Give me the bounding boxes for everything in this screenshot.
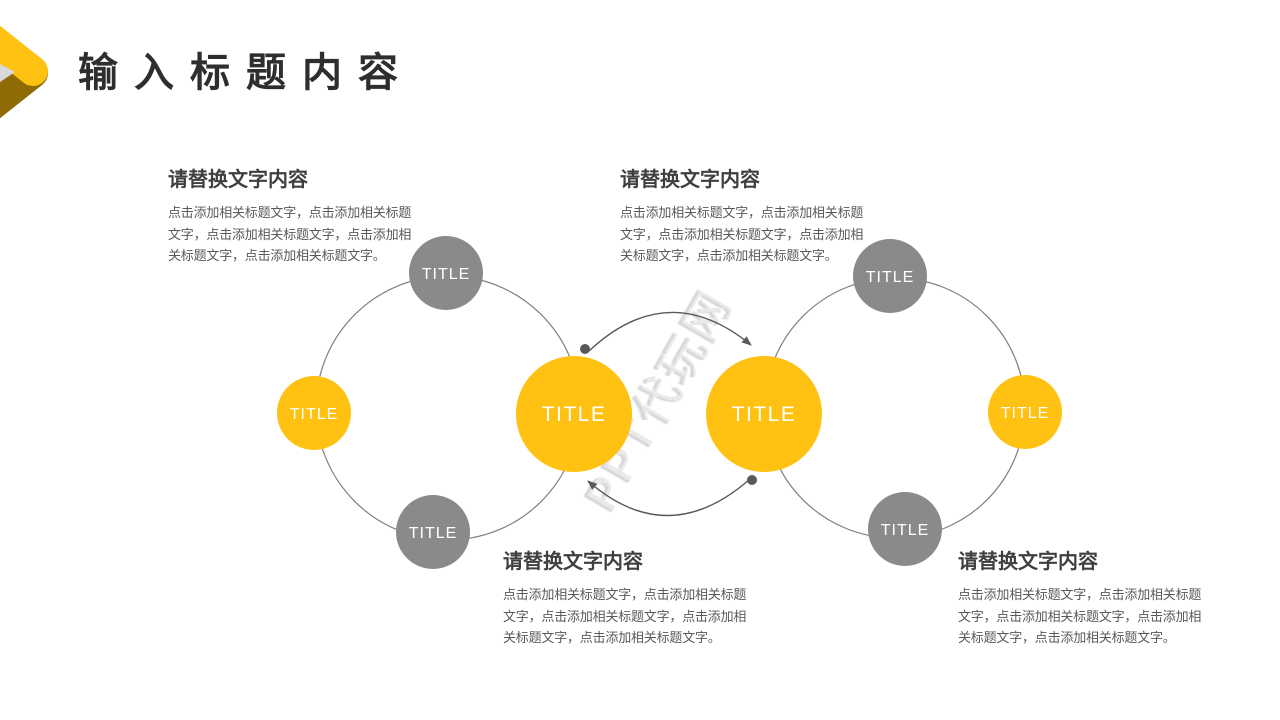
block-body-line: 文字，点击添加相关标题文字，点击添加相	[503, 608, 747, 624]
block-body-line: 文字，点击添加相关标题文字，点击添加相	[620, 226, 864, 242]
node-left-top: TITLE	[409, 236, 483, 310]
block-body-line: 文字，点击添加相关标题文字，点击添加相	[168, 226, 412, 242]
node-left-center: TITLE	[516, 356, 632, 472]
text-block-bottom-left: 请替换文字内容 点击添加相关标题文字，点击添加相关标题 文字，点击添加相关标题文…	[503, 545, 746, 649]
block-body: 点击添加相关标题文字，点击添加相关标题 文字，点击添加相关标题文字，点击添加相 …	[168, 202, 411, 267]
node-right-center: TITLE	[706, 356, 822, 472]
block-heading: 请替换文字内容	[168, 169, 308, 191]
block-body-line: 点击添加相关标题文字，点击添加相关标题	[958, 587, 1202, 602]
block-body-line: 关标题文字，点击添加相关标题文字。	[958, 630, 1176, 645]
node-left-west: TITLE	[277, 376, 351, 450]
block-body: 点击添加相关标题文字，点击添加相关标题 文字，点击添加相关标题文字，点击添加相 …	[503, 584, 746, 649]
node-right-bottom: TITLE	[868, 492, 942, 566]
node-label: TITLE	[422, 266, 471, 283]
block-heading: 请替换文字内容	[958, 551, 1098, 573]
top-flow-start-dot	[580, 344, 590, 354]
block-body-line: 关标题文字，点击添加相关标题文字。	[168, 248, 386, 263]
node-label: TITLE	[1001, 405, 1050, 422]
top-flow-arrow	[588, 311, 752, 352]
node-label: TITLE	[409, 525, 458, 542]
block-body-line: 文字，点击添加相关标题文字，点击添加相	[958, 608, 1202, 624]
node-right-top: TITLE	[853, 239, 927, 313]
block-body-line: 点击添加相关标题文字，点击添加相关标题	[503, 587, 747, 602]
bottom-flow-arrow	[587, 478, 751, 517]
node-label: TITLE	[732, 403, 797, 426]
block-body-line: 关标题文字，点击添加相关标题文字。	[503, 630, 721, 645]
block-heading: 请替换文字内容	[620, 169, 760, 191]
node-right-east: TITLE	[988, 375, 1062, 449]
corner-ribbon-icon	[0, 25, 48, 119]
node-label: TITLE	[866, 269, 915, 286]
node-label: TITLE	[542, 403, 607, 426]
block-body: 点击添加相关标题文字，点击添加相关标题 文字，点击添加相关标题文字，点击添加相 …	[620, 202, 863, 267]
text-block-top-right: 请替换文字内容 点击添加相关标题文字，点击添加相关标题 文字，点击添加相关标题文…	[620, 163, 863, 267]
text-block-top-left: 请替换文字内容 点击添加相关标题文字，点击添加相关标题 文字，点击添加相关标题文…	[168, 163, 411, 267]
page-title: 输入标题内容	[78, 51, 414, 95]
block-body-line: 点击添加相关标题文字，点击添加相关标题	[620, 205, 864, 220]
block-heading: 请替换文字内容	[503, 551, 643, 573]
block-body: 点击添加相关标题文字，点击添加相关标题 文字，点击添加相关标题文字，点击添加相 …	[958, 584, 1201, 649]
bottom-flow-start-dot	[747, 475, 757, 485]
node-label: TITLE	[881, 522, 930, 539]
block-body-line: 点击添加相关标题文字，点击添加相关标题	[168, 205, 412, 220]
text-block-bottom-right: 请替换文字内容 点击添加相关标题文字，点击添加相关标题 文字，点击添加相关标题文…	[958, 545, 1201, 649]
node-left-bottom: TITLE	[396, 495, 470, 569]
block-body-line: 关标题文字，点击添加相关标题文字。	[620, 248, 838, 263]
node-label: TITLE	[290, 406, 339, 423]
